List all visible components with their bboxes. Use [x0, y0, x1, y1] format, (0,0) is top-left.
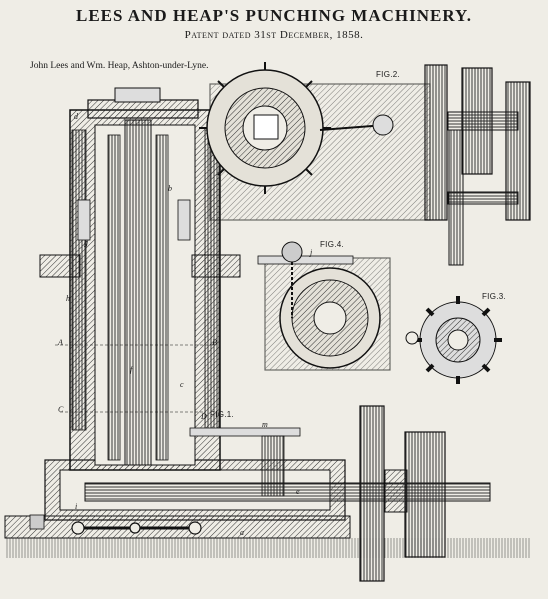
- fig3-drawing: [405, 296, 502, 384]
- fig4-drawing: [257, 241, 391, 371]
- ref-letter-d: d: [74, 112, 78, 121]
- fig2-drawing: [199, 62, 531, 266]
- patent-date: Patent dated 31st December, 1858.: [184, 29, 364, 41]
- ref-letter-i: i: [75, 502, 78, 511]
- ref-letter-D: D: [201, 412, 207, 421]
- ref-letter-b: b: [168, 184, 172, 193]
- fig1-drawing: [4, 87, 530, 582]
- inventor-credit: John Lees and Wm. Heap, Ashton-under-Lyn…: [30, 61, 209, 71]
- ref-letter-C: C: [58, 405, 64, 414]
- engraving-title: LEES AND HEAP'S PUNCHING MACHINERY.: [75, 6, 473, 25]
- ref-letter-B: B: [212, 338, 217, 347]
- ref-letter-A: A: [58, 338, 63, 347]
- ref-letter-h: h: [66, 294, 70, 303]
- fig4-label: FIG.4.: [320, 240, 345, 249]
- ref-letter-c: c: [180, 380, 184, 389]
- ref-letter-m: m: [262, 420, 268, 429]
- ref-letter-g: g: [84, 238, 88, 247]
- fig1-label: FIG.1.: [210, 410, 235, 419]
- ref-letter-j: j: [310, 248, 313, 257]
- fig2-label: FIG.2.: [376, 70, 401, 79]
- ref-letter-e: e: [296, 487, 300, 496]
- ref-letter-f: f: [130, 365, 133, 374]
- ref-letter-a: a: [240, 528, 244, 537]
- fig3-label: FIG.3.: [482, 292, 507, 301]
